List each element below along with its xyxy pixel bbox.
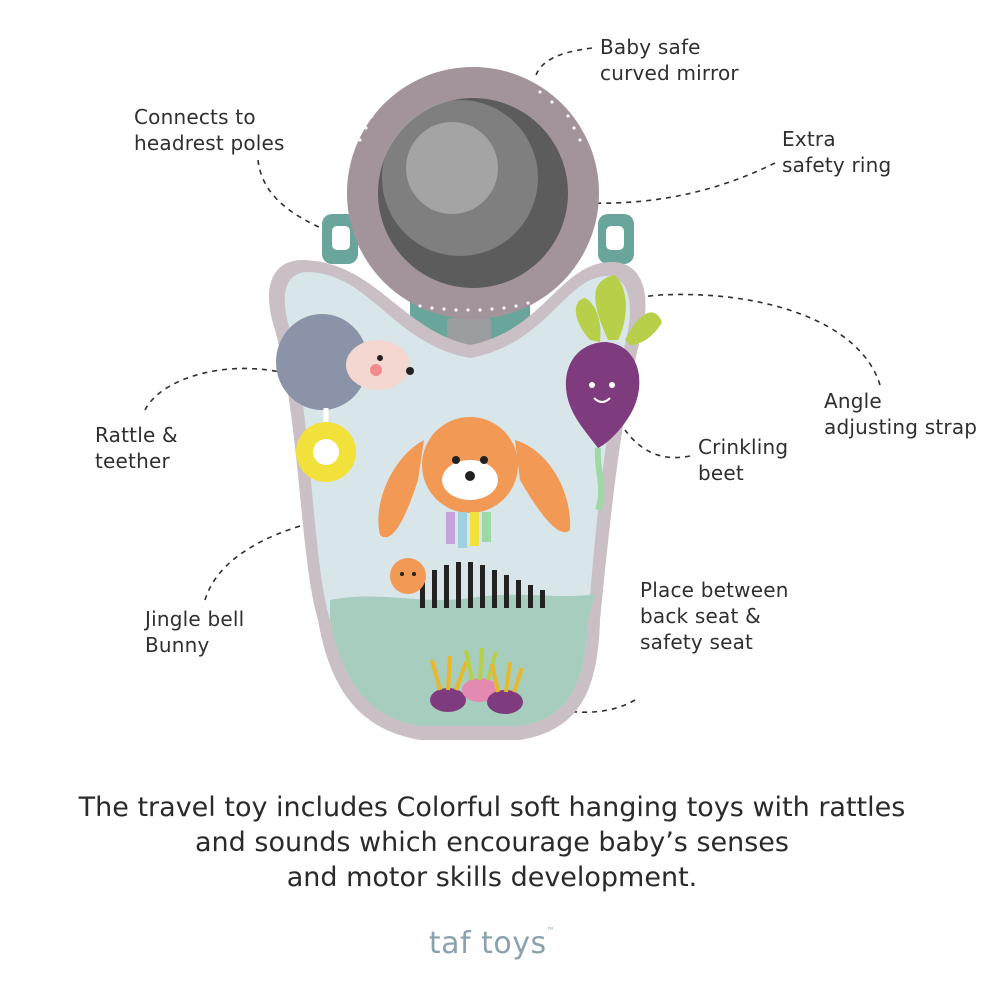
- callout-headrest-line1: Connects to: [134, 105, 256, 129]
- baby-safe-mirror: [347, 67, 599, 319]
- callout-mirror: Baby safe curved mirror: [600, 34, 739, 86]
- callout-bunny-line2: Bunny: [145, 633, 210, 657]
- hedgehog-rattle: [276, 314, 414, 410]
- callout-rattle-line1: Rattle &: [95, 423, 178, 447]
- callout-place-line1: Place between: [640, 578, 789, 602]
- leader-angle: [469, 293, 881, 386]
- panel-grass: [330, 594, 595, 726]
- teether-ring: [296, 408, 356, 482]
- callout-angle-line2: adjusting strap: [824, 415, 978, 439]
- callout-ring-line1: Extra: [782, 127, 836, 151]
- striped-pattern: [420, 562, 545, 608]
- callout-beet-line1: Crinkling: [698, 435, 789, 459]
- callout-mirror-line2: curved mirror: [600, 61, 739, 85]
- product-caption: The travel toy includes Colorful soft ha…: [0, 790, 984, 895]
- caption-line1: The travel toy includes Colorful soft ha…: [78, 792, 906, 823]
- callout-rattle: Rattle & teether: [95, 422, 178, 474]
- brand-logo: taf toys™: [0, 926, 984, 961]
- crinkling-beet: [565, 275, 662, 512]
- callout-headrest-line2: headrest poles: [134, 131, 285, 155]
- leader-mirror: [534, 47, 593, 79]
- headrest-clips: [322, 214, 634, 264]
- callout-beet-line2: beet: [698, 461, 744, 485]
- leader-place: [499, 699, 636, 713]
- caption-line3: and motor skills development.: [286, 862, 698, 893]
- brand-trademark: ™: [546, 926, 556, 935]
- callout-place: Place between back seat & safety seat: [640, 577, 789, 655]
- callout-ring: Extra safety ring: [782, 126, 891, 178]
- leader-ring: [587, 162, 776, 204]
- callout-beet: Crinkling beet: [698, 434, 788, 486]
- ring-dots: [358, 90, 582, 312]
- callout-bunny: Jingle bell Bunny: [145, 606, 244, 658]
- callout-place-line2: back seat &: [640, 604, 761, 628]
- callout-headrest: Connects to headrest poles: [134, 104, 285, 156]
- leader-beet: [624, 429, 691, 459]
- caption-line2: and sounds which encourage baby’s senses: [195, 827, 789, 858]
- leader-rattle: [144, 367, 281, 411]
- bee: [390, 558, 426, 594]
- callout-bunny-line1: Jingle bell: [145, 607, 245, 631]
- bottom-beets: [430, 647, 524, 714]
- jingle-bell-bunny: [378, 417, 571, 548]
- callout-ring-line2: safety ring: [782, 153, 892, 177]
- callout-place-line3: safety seat: [640, 630, 754, 654]
- callout-angle-line1: Angle: [824, 389, 882, 413]
- brand-name: taf toys: [428, 926, 547, 961]
- callout-angle: Angle adjusting strap: [824, 388, 977, 440]
- callout-mirror-line1: Baby safe: [600, 35, 701, 59]
- callout-rattle-line2: teether: [95, 449, 170, 473]
- leader-headrest: [257, 159, 331, 233]
